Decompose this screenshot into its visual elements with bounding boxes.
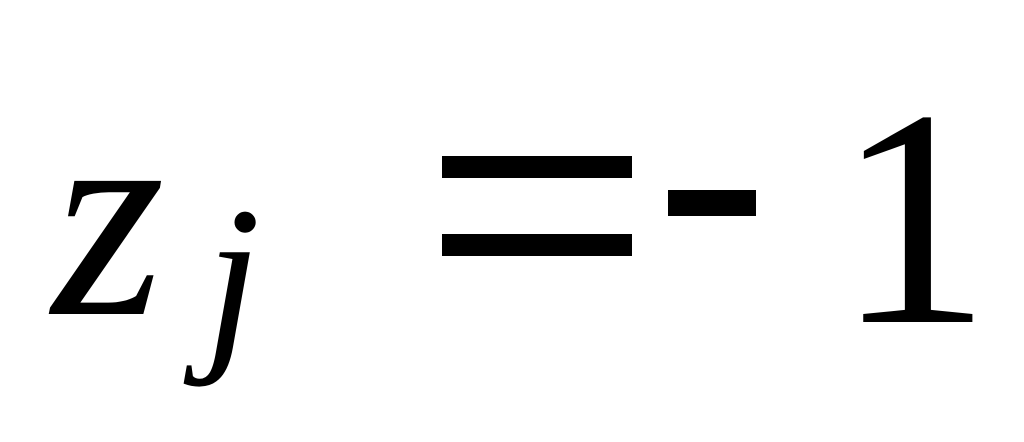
value-one: 1 <box>836 47 991 390</box>
variable-z: z <box>52 56 165 377</box>
equals-top-bar <box>442 156 632 178</box>
subscript-j: j <box>205 167 261 388</box>
minus-sign <box>668 190 756 216</box>
equals-bottom-bar <box>442 234 632 256</box>
